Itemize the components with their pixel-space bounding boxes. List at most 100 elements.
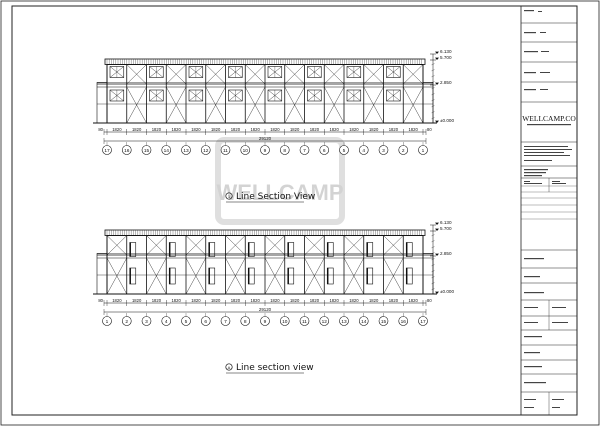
company-subline [527,124,571,126]
brace [106,257,127,295]
grid-axis-label: 10 [243,148,249,154]
grid-axis-label: 7 [303,148,306,154]
level-label: ±0.000 [440,118,454,123]
grid-axis-label: 16 [124,148,130,154]
grid-axis-label: 12 [322,319,328,325]
level-label: ±0.000 [440,289,454,294]
caption-mark-circle [225,192,233,200]
level-label: 2.850 [440,251,452,256]
grid-axis-bubble [358,145,369,155]
door-jamb [248,268,250,284]
caption-text-upper: Line Section View [236,192,315,202]
door-jamb [366,268,368,284]
brace [403,86,424,124]
grid-axis-bubble [141,145,152,155]
level-label: 6.130 [440,220,452,225]
watermark-logo: WELLCAMP [215,137,345,225]
bay-dimension-label: 1820 [250,298,260,303]
bay-dimension-label: 1820 [112,298,122,303]
title-block-fine-print [524,10,572,408]
grid-axis-label: 9 [264,148,267,154]
door-jamb [129,242,131,257]
brace [205,64,226,85]
dim-tick [431,105,435,108]
grid-axis-label: 11 [223,148,228,154]
grid-axis-label: 6 [204,319,207,325]
grid-axis-label: 4 [165,319,168,325]
grid-axis-bubble [339,145,349,155]
grid-axis-label: 7 [224,319,227,325]
dim-tick [431,282,435,285]
brace [205,86,226,124]
brace [403,64,424,85]
lower-view-caption: A Line section view [225,363,314,374]
door-jamb [208,268,210,284]
grid-axis-bubble [121,145,132,155]
level-label: 5.700 [440,226,452,231]
grid-axis-bubble [102,316,112,326]
grid-axis-bubble [200,145,211,155]
dim-tick [431,75,435,78]
door-jamb [287,242,289,257]
brace [363,64,384,85]
grid-axis-label: 10 [282,319,288,325]
grid-axis-bubble [102,145,112,155]
level-triangle [435,82,439,85]
grid-axis-label: 5 [185,319,188,325]
dim-tick [431,258,435,261]
dim-tick [431,240,435,243]
watermark-text: WELLCAMP [216,180,343,205]
bay-dimension-label: 1820 [152,127,162,132]
brace [166,64,187,85]
grid-axis-bubble [161,145,172,155]
bay-dimension-label: 1820 [191,298,201,303]
overall-dimension-label: 29120 [259,136,272,141]
grid-axis-bubble [398,145,409,155]
grid-axis-label: 3 [382,148,385,154]
grid-axis-bubble [200,316,211,326]
grid-axis-label: 12 [203,148,209,154]
door-jamb [169,268,171,284]
bay-dimension-label: 1820 [152,298,162,303]
end-dimension-left: 80 [98,127,103,132]
dim-tick [431,93,435,96]
dim-tick [431,234,435,237]
dim-tick [431,252,435,255]
grid-axis-bubble [121,316,132,326]
door-jamb [327,242,329,257]
bay-dimension-label: 1820 [171,298,181,303]
bay-dimension-label: 1820 [250,127,260,132]
grid-axis-bubble [358,316,369,326]
grid-axis-label: 2 [125,319,128,325]
brace [245,64,266,85]
brace [225,235,246,256]
level-triangle [435,57,439,60]
level-label: 2.850 [440,80,452,85]
grid-axis-bubble [299,145,310,155]
bay-dimension-label: 1820 [211,298,221,303]
grid-axis-bubble [240,145,251,155]
caption-mark-circle [225,363,233,371]
level-label: 5.700 [440,55,452,60]
grid-axis-label: 5 [343,148,346,154]
grid-axis-bubble [220,145,231,155]
level-triangle [435,222,439,225]
grid-axis-bubble [398,316,409,326]
bay-dimension-label: 1820 [290,127,300,132]
caption-mark-upper: 1 [228,194,231,199]
bay-dimension-label: 1820 [408,127,418,132]
grid-axis-bubble [260,316,270,326]
door-jamb [406,242,408,257]
brace [146,257,167,295]
grid-axis-label: 6 [323,148,326,154]
grid-axis-label: 13 [341,319,347,325]
bay-dimension-label: 1820 [349,127,359,132]
door-jamb [169,242,171,257]
grid-axis-bubble [299,316,310,326]
brace [106,235,127,256]
roof-band [104,58,426,65]
brace [264,235,285,256]
